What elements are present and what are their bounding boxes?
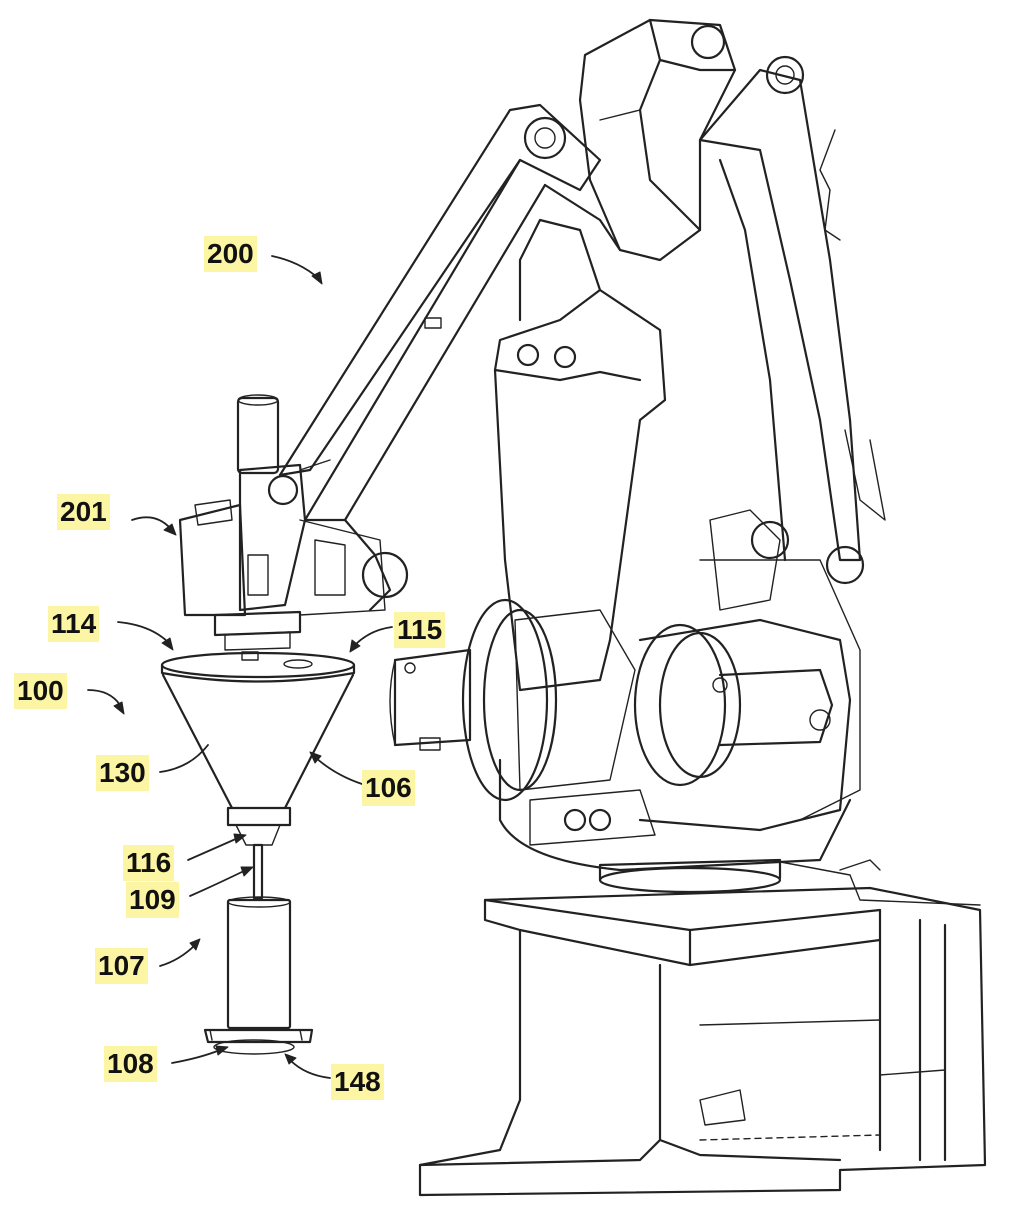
ref-label-200: 200 (204, 236, 257, 272)
wrist-assembly (178, 394, 409, 651)
ref-label-106: 106 (362, 770, 415, 806)
ref-label-116: 116 (123, 845, 175, 881)
ref-label-201: 201 (57, 494, 110, 530)
ref-label-109: 109 (126, 882, 179, 918)
rear-parallel-link (698, 55, 886, 821)
ref-label-130: 130 (96, 755, 149, 791)
turntable (498, 758, 981, 906)
dispensing-cylinder (203, 896, 314, 1055)
pedestal-base (418, 886, 987, 1197)
right-motor-hub (633, 618, 852, 832)
ref-label-115: 115 (394, 612, 446, 648)
ref-label-114: 114 (48, 606, 100, 642)
leader-lines (87, 255, 393, 1079)
ref-label-107: 107 (95, 948, 148, 984)
ref-label-108: 108 (104, 1046, 157, 1082)
ref-label-148: 148 (331, 1064, 384, 1100)
ref-label-100: 100 (14, 673, 67, 709)
shoulder-pivot (578, 18, 737, 262)
main-arm-body (493, 218, 667, 846)
forearm-link (278, 103, 622, 612)
cone-hopper (160, 651, 356, 900)
